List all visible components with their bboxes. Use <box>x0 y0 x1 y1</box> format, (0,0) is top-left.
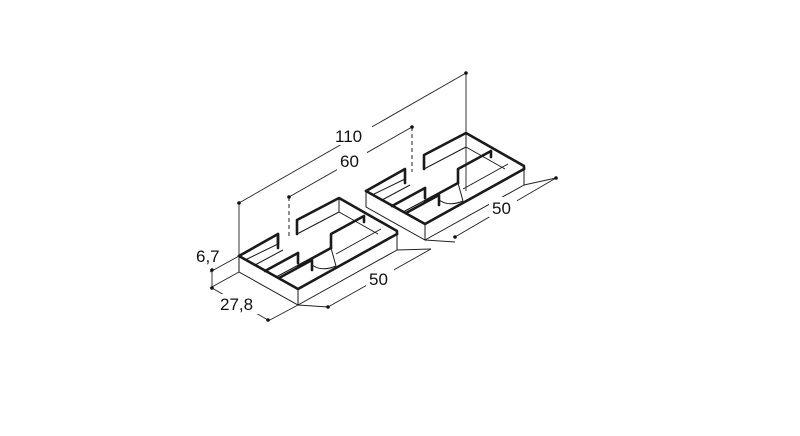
dimension-50-right: 50 <box>424 176 558 243</box>
dimension-27-8: 27,8 <box>211 287 299 322</box>
dimension-label-6-7: 6,7 <box>196 247 220 266</box>
right-organizer-unit <box>364 131 526 241</box>
dimension-60: 60 <box>287 125 414 236</box>
dimension-50-left: 50 <box>297 248 432 309</box>
dimension-110: 110 <box>237 71 468 256</box>
dimension-6-7: 6,7 <box>196 247 240 290</box>
dimension-label-50-left: 50 <box>369 270 388 289</box>
dimension-label-50-right: 50 <box>492 199 511 218</box>
left-organizer-unit <box>237 196 399 306</box>
dimension-label-60: 60 <box>340 152 359 171</box>
dimension-label-27-8: 27,8 <box>220 295 253 314</box>
dimension-label-110: 110 <box>335 127 362 146</box>
